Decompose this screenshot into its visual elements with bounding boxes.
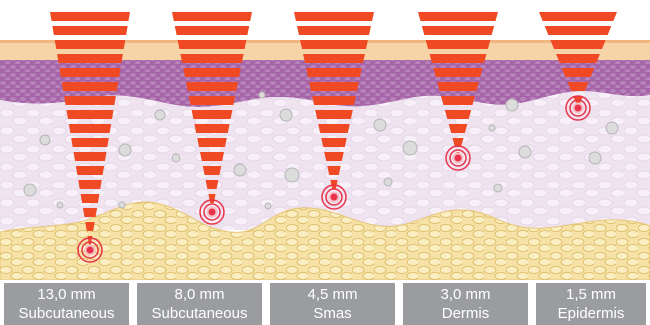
beam-stripe: [197, 138, 227, 147]
beam-stripe: [200, 152, 224, 161]
beam-stripe: [441, 96, 475, 105]
layer-name: Dermis: [403, 304, 528, 323]
beam-stripe: [426, 40, 491, 49]
beam-stripe: [66, 110, 113, 119]
beam-stripe: [422, 26, 494, 35]
beam-stripe: [539, 12, 617, 21]
beam-stripe: [175, 26, 249, 35]
beam-stripe: [172, 12, 252, 21]
focal-point: [209, 209, 216, 216]
layer-name: Smas: [270, 304, 395, 323]
beam-stripe: [76, 166, 104, 175]
beam-stripe: [327, 166, 340, 175]
beam-stripe: [186, 82, 238, 91]
layer-name: Subcutaneous: [4, 304, 129, 323]
beam-stripe: [203, 166, 221, 175]
beam-stripe: [430, 54, 487, 63]
beam-stripe: [85, 222, 94, 231]
beam-stripe: [556, 54, 600, 63]
focal-point: [575, 105, 582, 112]
beam-stripe: [74, 152, 107, 161]
beam-stripe: [206, 180, 219, 189]
beam-stripe: [309, 82, 359, 91]
beam-stripe: [418, 12, 498, 21]
depth-value: 13,0 mm: [4, 285, 129, 304]
beam-stripe: [78, 180, 102, 189]
beam-stripe: [64, 96, 116, 105]
beam-stripe: [59, 68, 120, 77]
beam-stripe: [183, 68, 241, 77]
beam-stripe: [433, 68, 482, 77]
beam-stripe: [83, 208, 97, 217]
focal-point: [455, 155, 462, 162]
focal-point: [331, 194, 338, 201]
beam-stripe: [294, 12, 374, 21]
beam-stripe: [324, 152, 343, 161]
beam-stripe: [545, 26, 612, 35]
beam-stripe: [192, 110, 233, 119]
beam-stripe: [178, 40, 247, 49]
beam-stripe: [52, 26, 127, 35]
depth-value: 3,0 mm: [403, 285, 528, 304]
beam-stripe: [562, 68, 595, 77]
beam-stripe: [81, 194, 100, 203]
beam-stripe: [318, 124, 350, 133]
beam-stripe: [180, 54, 243, 63]
beam-stripe: [449, 124, 468, 133]
beam-stripe: [57, 54, 123, 63]
beam-stripe: [62, 82, 118, 91]
depth-label-1: 13,0 mm Subcutaneous: [4, 283, 129, 325]
beam-stripe: [50, 12, 130, 21]
beam-stripe: [297, 26, 371, 35]
depth-value: 1,5 mm: [536, 285, 646, 304]
beam-stripe: [445, 110, 471, 119]
beam-stripe: [69, 124, 111, 133]
depth-label-2: 8,0 mm Subcutaneous: [137, 283, 262, 325]
beam-stripe: [55, 40, 126, 49]
depth-label-5: 1,5 mm Epidermis: [536, 283, 646, 325]
depth-value: 8,0 mm: [137, 285, 262, 304]
layer-name: Subcutaneous: [137, 304, 262, 323]
beam-stripe: [71, 138, 109, 147]
beam-stripe: [300, 40, 368, 49]
depth-value: 4,5 mm: [270, 285, 395, 304]
beam-stripe: [312, 96, 356, 105]
depth-label-4: 3,0 mm Dermis: [403, 283, 528, 325]
focal-point: [87, 247, 94, 254]
beam-stripe: [194, 124, 229, 133]
depth-labels: 13,0 mm Subcutaneous 8,0 mm Subcutaneous…: [0, 283, 650, 325]
beam-stripe: [437, 82, 479, 91]
layer-name: Epidermis: [536, 304, 646, 323]
beam-stripe: [189, 96, 235, 105]
beam-stripe: [315, 110, 353, 119]
beam-stripe: [550, 40, 605, 49]
beam-stripe: [303, 54, 365, 63]
depth-label-3: 4,5 mm Smas: [270, 283, 395, 325]
beam-stripe: [306, 68, 362, 77]
beam-stripe: [321, 138, 347, 147]
skin-cross-section-diagram: [0, 0, 650, 280]
beam-stripe: [567, 82, 588, 91]
